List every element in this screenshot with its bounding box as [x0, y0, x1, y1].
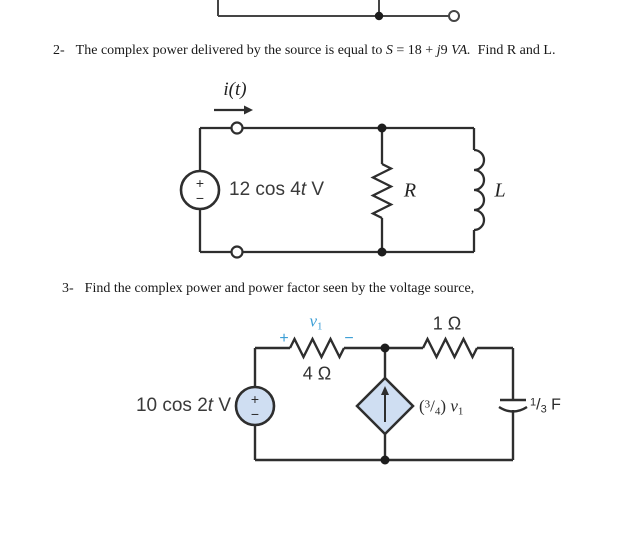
dependent-source-label: (3/4) v1 [419, 396, 464, 418]
wire [198, 126, 476, 254]
resistor-symbol [370, 162, 394, 220]
source-minus-sign: − [195, 190, 205, 206]
v1-plus-sign: + [279, 330, 289, 347]
resistor-symbol [421, 336, 479, 360]
problem-2-number: 2- [53, 43, 65, 58]
v1-minus-sign: − [344, 330, 354, 347]
problem-3-statement: 3-Find the complex power and power facto… [62, 281, 475, 296]
circuit-2 [179, 105, 486, 259]
inductor-label: L [494, 179, 506, 202]
terminal-circle [230, 121, 244, 135]
capacitor-symbol [498, 398, 528, 413]
voltage-source-symbol [234, 385, 276, 427]
circuit-3 [234, 336, 528, 465]
terminal-circle [230, 245, 244, 259]
node-dot [374, 11, 384, 21]
node-dot [380, 455, 390, 465]
node-dot [380, 343, 390, 353]
wire [217, 0, 449, 17]
dependent-source-arrow [381, 386, 389, 422]
source-plus-sign: + [195, 175, 205, 191]
capacitor-label: 1/3 F [530, 396, 561, 416]
current-arrow [214, 105, 253, 115]
v1-label: v1 [309, 311, 323, 333]
current-label: i(t) [223, 79, 247, 100]
resistor-label: R [403, 179, 417, 202]
source-value-label: 10 cos 2t V [135, 395, 231, 416]
inductor-symbol [473, 148, 486, 232]
problem-2-statement: 2-The complex power delivered by the sou… [53, 43, 556, 58]
node-dot [377, 247, 387, 257]
node-dot [377, 123, 387, 133]
voltage-source-symbol [179, 169, 221, 211]
source-minus-sign: − [250, 406, 260, 422]
resistor-4ohm-label: 4 Ω [302, 363, 332, 384]
source-plus-sign: + [250, 391, 260, 407]
resistor-1ohm-label: 1 Ω [432, 313, 462, 334]
partial-circuit-top [217, 0, 460, 22]
resistor-symbol [288, 336, 346, 360]
terminal-circle [448, 10, 460, 22]
problem-3-number: 3- [62, 281, 74, 296]
source-value-label: 12 cos 4t V [229, 179, 325, 200]
